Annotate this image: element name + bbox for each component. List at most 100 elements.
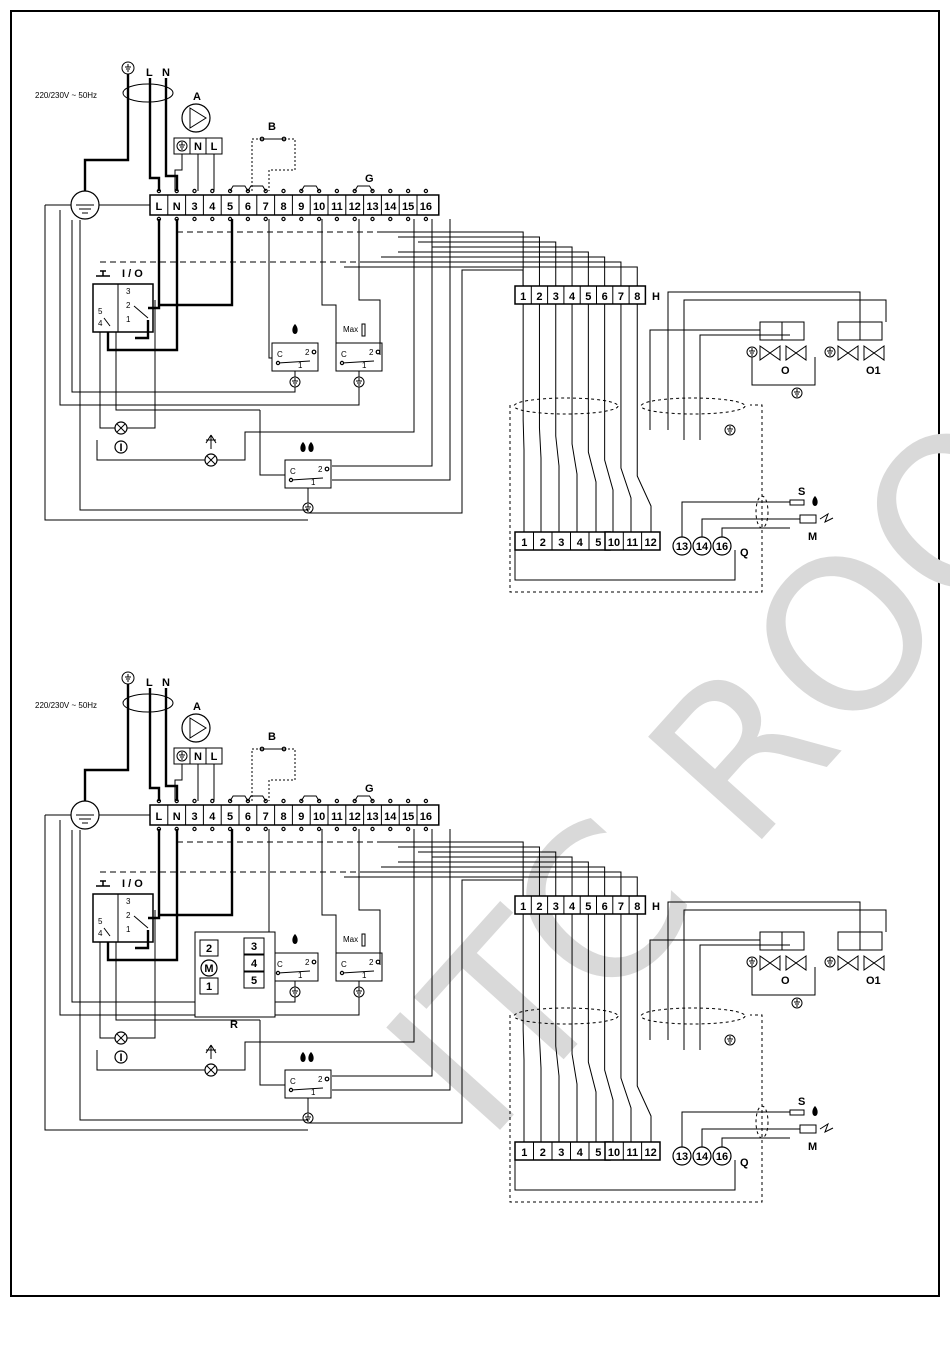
main-terminal-4: 4 [209, 811, 216, 823]
thermometer-icon [361, 323, 366, 337]
terminal-screw [210, 216, 215, 222]
flame-icon [812, 496, 818, 506]
supply-label: 220/230V ~ 50Hz [35, 91, 97, 100]
valve-icon [837, 955, 849, 971]
harness-terminal-7: 7 [618, 901, 624, 913]
wire [44, 205, 308, 521]
wire [721, 1137, 790, 1147]
harness-label: H [652, 901, 660, 913]
wire [358, 829, 381, 965]
wire [667, 291, 861, 430]
harness-terminal-7: 7 [618, 291, 624, 303]
main-terminal-4: 4 [209, 201, 216, 213]
harness-terminal-4: 4 [569, 901, 576, 913]
motor-terminal-label: 1 [206, 981, 212, 993]
terminal-screw [423, 826, 429, 832]
contact-dot [311, 349, 317, 355]
wire [135, 930, 150, 950]
wire [83, 684, 130, 801]
ground-icon [121, 61, 135, 75]
terminal-screw [405, 216, 411, 222]
contact-dot [275, 360, 281, 366]
terminal-screw [334, 826, 340, 832]
wire [96, 1050, 205, 1071]
electrode-icon [799, 1124, 817, 1134]
switch-label: I / O [122, 878, 143, 890]
main-terminal-15: 15 [402, 811, 414, 823]
motor-terminal-label: 2 [206, 943, 212, 955]
pump-label: A [193, 91, 201, 103]
main-terminal-10: 10 [313, 811, 325, 823]
ground-icon [724, 424, 736, 436]
wire [398, 251, 589, 286]
main-switch [92, 283, 154, 333]
ground-icon [746, 956, 758, 968]
wire [308, 269, 524, 514]
harness-terminal-4: 4 [569, 291, 576, 303]
wire [300, 185, 320, 192]
motor-terminal-label: 4 [251, 958, 258, 970]
wire [432, 246, 573, 286]
valve-icon [795, 955, 807, 971]
terminal-screw [316, 216, 322, 222]
flame-icon [292, 934, 298, 944]
wire [751, 357, 816, 386]
wire [148, 829, 161, 920]
ground-icon [824, 346, 836, 358]
control-terminal-12: 12 [644, 1147, 656, 1159]
wire [721, 527, 790, 537]
pump-terminal-l: L [211, 751, 218, 763]
main-terminal-8: 8 [280, 811, 286, 823]
wire [418, 241, 557, 286]
valve-icon [759, 345, 771, 361]
wire [174, 764, 183, 801]
main-terminal-13: 13 [366, 811, 378, 823]
motor-terminal-4 [243, 954, 265, 972]
main-terminal-9: 9 [298, 201, 304, 213]
safety-thermostat [271, 342, 319, 372]
terminal-screw [388, 826, 393, 832]
wire [341, 360, 375, 364]
control-terminal-4: 4 [577, 1147, 584, 1159]
page-frame [10, 10, 940, 1297]
control-circle-label-13: 13 [676, 541, 688, 553]
wire [398, 861, 589, 896]
wire [229, 795, 249, 802]
wire [290, 477, 324, 481]
wire [99, 1030, 115, 1039]
cable-ellipse [122, 83, 174, 103]
neutral-label: N [162, 67, 170, 79]
contact-c-label: C [290, 467, 296, 476]
main-terminal-12: 12 [349, 811, 361, 823]
pump-triangle [189, 717, 207, 739]
contact-dot [375, 349, 381, 355]
lamp-label: I [119, 442, 122, 454]
wire [604, 914, 614, 1142]
cable-bundle [640, 1007, 746, 1025]
terminal-screw [192, 798, 197, 804]
terminal-screw [334, 188, 340, 194]
main-terminal-16: 16 [420, 811, 432, 823]
valve-icon [873, 955, 885, 971]
pump-terminal-n: N [194, 141, 202, 153]
wire [332, 829, 451, 1091]
wire [377, 231, 524, 286]
main-terminal-15: 15 [402, 201, 414, 213]
control-terminal-12: 12 [644, 537, 656, 549]
flame-icon [300, 1052, 306, 1062]
wire [251, 748, 262, 801]
max-label: Max [343, 325, 358, 334]
switch-contact-4: 4 [98, 929, 103, 938]
terminal-screw [210, 826, 215, 832]
wire [44, 815, 308, 1131]
contact-dot [275, 970, 281, 976]
motor-terminal-label: 3 [251, 941, 257, 953]
contact-c-label: C [277, 350, 283, 359]
terminal-screw [405, 826, 411, 832]
wire [71, 830, 296, 1003]
main-terminal-5: 5 [227, 201, 233, 213]
terminal-screw [245, 216, 251, 222]
valve-icon [795, 345, 807, 361]
contact-1-label: 1 [311, 1088, 316, 1097]
wire [667, 901, 861, 1040]
